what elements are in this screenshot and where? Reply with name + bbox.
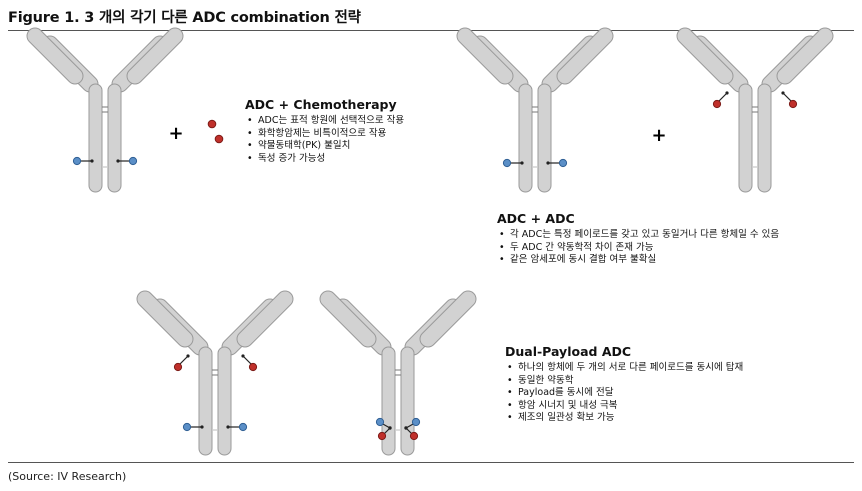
list-item: 두 ADC 간 약동학적 차이 존재 가능 xyxy=(497,242,779,255)
list-item: 동일한 약동학 xyxy=(505,375,743,388)
chemo-block: ADC + Chemotherapy ADC는 표적 항원에 선택적으로 작용 … xyxy=(245,97,404,165)
plus-sign: + xyxy=(168,123,183,144)
list-item: 항암 시너지 및 내성 극복 xyxy=(505,400,743,413)
chemo-list: ADC는 표적 항원에 선택적으로 작용 화학항암제는 비특이적으로 작용 약물… xyxy=(245,115,404,165)
antibody-y-icon xyxy=(145,299,285,455)
list-item: 화학항암제는 비특이적으로 작용 xyxy=(245,128,404,141)
list-item: ADC는 표적 항원에 선택적으로 작용 xyxy=(245,115,404,128)
dual-payload-title: Dual-Payload ADC xyxy=(505,344,632,359)
list-item: 하나의 항체에 두 개의 서로 다른 페이로드를 동시에 탑재 xyxy=(505,362,743,375)
dual-payload-block: Dual-Payload ADC 하나의 항체에 두 개의 서로 다른 페이로드… xyxy=(505,344,743,425)
figure-title: Figure 1. 3 개의 각기 다른 ADC combination 전략 xyxy=(8,10,361,26)
adc-adc-list: 각 ADC는 특정 페이로드를 갖고 있고 동일거나 다른 항체일 수 있음 두… xyxy=(497,229,779,267)
chemo-drug-icon xyxy=(207,119,224,144)
red-payload-icon xyxy=(712,90,730,109)
red-payload-icon xyxy=(240,353,258,372)
dual-payload-linker-left xyxy=(375,417,392,441)
top-divider xyxy=(8,30,854,31)
red-payload-icon xyxy=(173,353,191,372)
list-item: 독성 증가 가능성 xyxy=(245,153,404,166)
adc-adc-title: ADC + ADC xyxy=(497,211,575,226)
antibody-y-icon xyxy=(35,36,175,192)
red-payload-icon xyxy=(780,90,798,109)
source-note: (Source: IV Research) xyxy=(8,470,127,483)
plus-sign: + xyxy=(651,125,666,146)
antibody-y-icon xyxy=(328,299,468,455)
dual-payload-linker-right xyxy=(404,417,421,441)
antibody-y-icon xyxy=(465,36,605,192)
list-item: 약물동태학(PK) 불일치 xyxy=(245,140,404,153)
list-item: 각 ADC는 특정 페이로드를 갖고 있고 동일거나 다른 항체일 수 있음 xyxy=(497,229,779,242)
list-item: Payload를 동시에 전달 xyxy=(505,387,743,400)
list-item: 같은 암세포에 동시 결합 여부 불확실 xyxy=(497,254,779,267)
antibody-y-icon xyxy=(685,36,825,192)
chemo-title: ADC + Chemotherapy xyxy=(245,97,397,112)
dual-payload-list: 하나의 항체에 두 개의 서로 다른 페이로드를 동시에 탑재 동일한 약동학 … xyxy=(505,362,743,425)
list-item: 제조의 일관성 확보 가능 xyxy=(505,412,743,425)
bottom-divider xyxy=(8,462,854,463)
adc-adc-block: ADC + ADC 각 ADC는 특정 페이로드를 갖고 있고 동일거나 다른 … xyxy=(497,211,779,267)
